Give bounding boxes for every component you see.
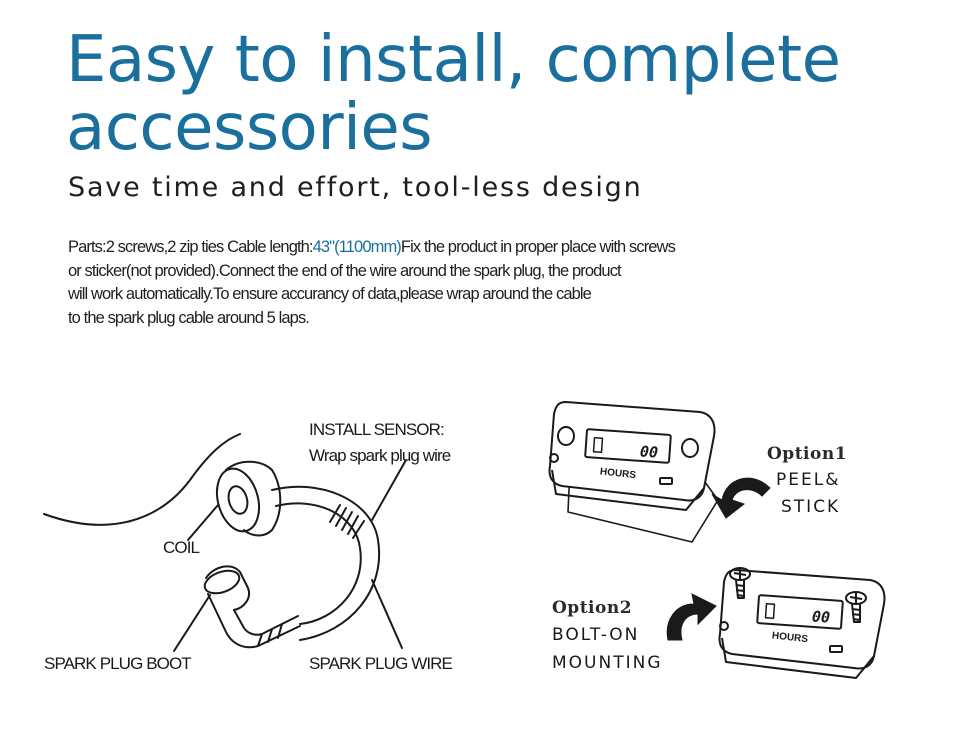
spark-plug-boot-icon bbox=[203, 565, 301, 649]
wire-leader bbox=[371, 579, 403, 649]
arrow-bolt-icon bbox=[666, 593, 717, 641]
description-line-2: or sticker(not provided).Connect the end… bbox=[68, 261, 622, 280]
coil-label: COIL bbox=[163, 538, 200, 557]
plug-wire-inner bbox=[275, 502, 362, 625]
option2-title: Option2 bbox=[552, 598, 633, 618]
headline: Easy to install, complete accessories bbox=[66, 26, 946, 162]
meter2-display-value: 00 bbox=[811, 607, 830, 626]
cable-length-value: 43"(1100mm) bbox=[312, 238, 402, 256]
sensor-leader bbox=[371, 459, 407, 521]
parts-text: Parts:2 screws,2 zip ties Cable length: bbox=[68, 238, 314, 256]
spark-plug-wire-label: SPARK PLUG WIRE bbox=[309, 654, 453, 673]
boot-leader bbox=[173, 594, 211, 652]
option1-line-1: PEEL& bbox=[776, 470, 841, 490]
subheadline: Save time and effort, tool-less design bbox=[68, 172, 643, 203]
option1-line-2: STICK bbox=[781, 497, 841, 517]
meter1-hours-label: HOURS bbox=[599, 466, 636, 481]
headline-line-1: Easy to install, complete bbox=[66, 23, 841, 97]
meter1-display-value: 00 bbox=[639, 442, 658, 461]
description-line-4: to the spark plug cable around 5 laps. bbox=[68, 308, 310, 327]
coil-icon bbox=[215, 460, 282, 537]
sensor-wraps-icon bbox=[329, 504, 365, 539]
screw-right-icon bbox=[845, 591, 867, 623]
headline-line-2: accessories bbox=[66, 91, 433, 165]
description-line-1: Parts:2 screws,2 zip ties Cable length:4… bbox=[68, 236, 898, 260]
fix-text: Fix the product in proper place with scr… bbox=[400, 238, 676, 256]
plug-wire-outer bbox=[271, 485, 381, 641]
coil-leader bbox=[187, 504, 219, 541]
meter2-hours-label: HOURS bbox=[771, 630, 808, 645]
description: Parts:2 screws,2 zip ties Cable length:4… bbox=[68, 236, 898, 330]
option1-title: Option1 bbox=[767, 444, 848, 464]
option2-line-2: MOUNTING bbox=[552, 653, 663, 673]
screw-left-icon bbox=[729, 567, 751, 599]
arrow-peel-icon bbox=[711, 477, 771, 519]
hour-meter-peel-stick-icon bbox=[548, 401, 719, 543]
install-sensor-label: INSTALL SENSOR: bbox=[309, 420, 445, 439]
description-line-3: will work automatically.To ensure accura… bbox=[68, 285, 592, 303]
lead-wire bbox=[43, 433, 241, 526]
spark-plug-boot-label: SPARK PLUG BOOT bbox=[44, 654, 192, 673]
option2-line-1: BOLT-ON bbox=[552, 625, 640, 645]
hour-meter-bolt-on-icon bbox=[718, 567, 886, 679]
wrap-wire-label: Wrap spark plug wire bbox=[309, 446, 451, 465]
